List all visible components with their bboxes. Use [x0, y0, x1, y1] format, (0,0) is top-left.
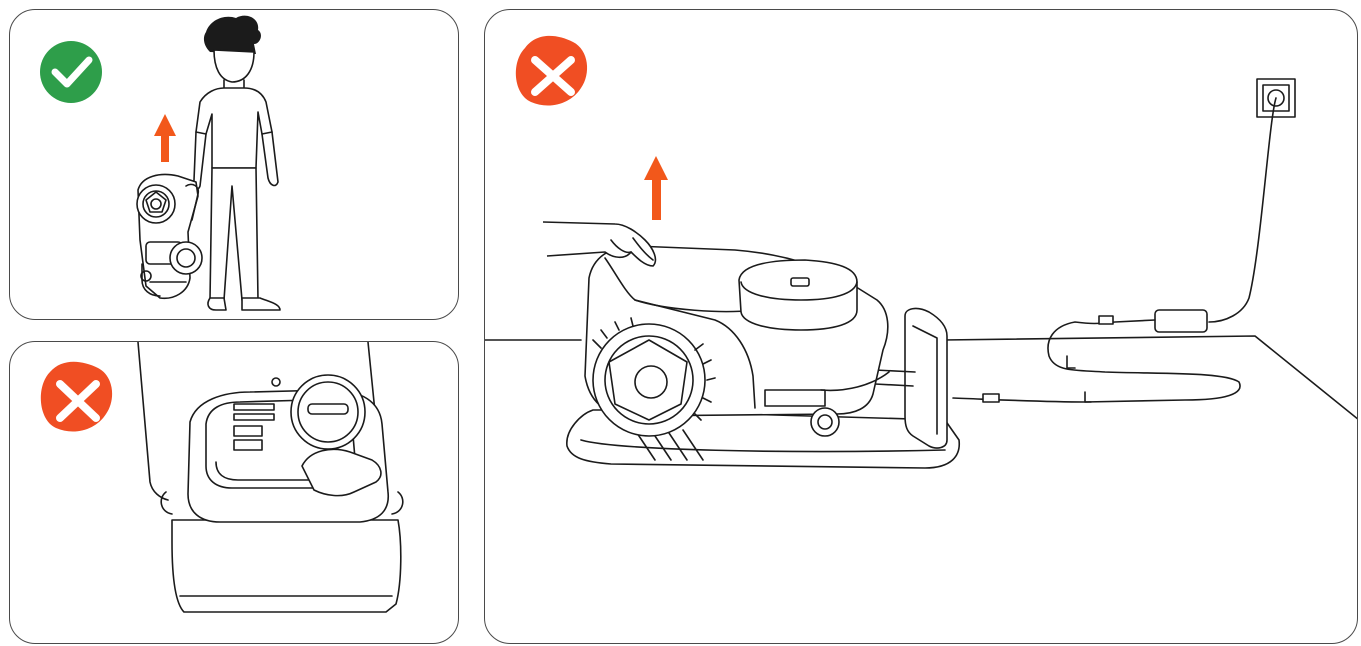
mower-carried — [137, 175, 202, 299]
correct-carry-illustration — [10, 10, 459, 320]
power-adapter — [953, 98, 1276, 402]
panel-wrong-carry-top — [9, 341, 459, 644]
cross-badge-icon — [41, 362, 112, 432]
panel-wrong-lift-docked — [484, 9, 1358, 644]
wrong-lift-docked-illustration — [485, 10, 1358, 644]
person-figure — [194, 16, 280, 310]
mower-top-view — [138, 342, 403, 612]
robot-mower — [585, 246, 889, 436]
wrong-carry-top-illustration — [10, 342, 459, 644]
check-badge-icon — [40, 41, 102, 103]
lift-up-arrow-icon — [644, 156, 668, 220]
panel-correct-carry — [9, 9, 459, 320]
lift-up-arrow-icon — [154, 114, 176, 162]
cross-badge-icon — [516, 36, 587, 106]
